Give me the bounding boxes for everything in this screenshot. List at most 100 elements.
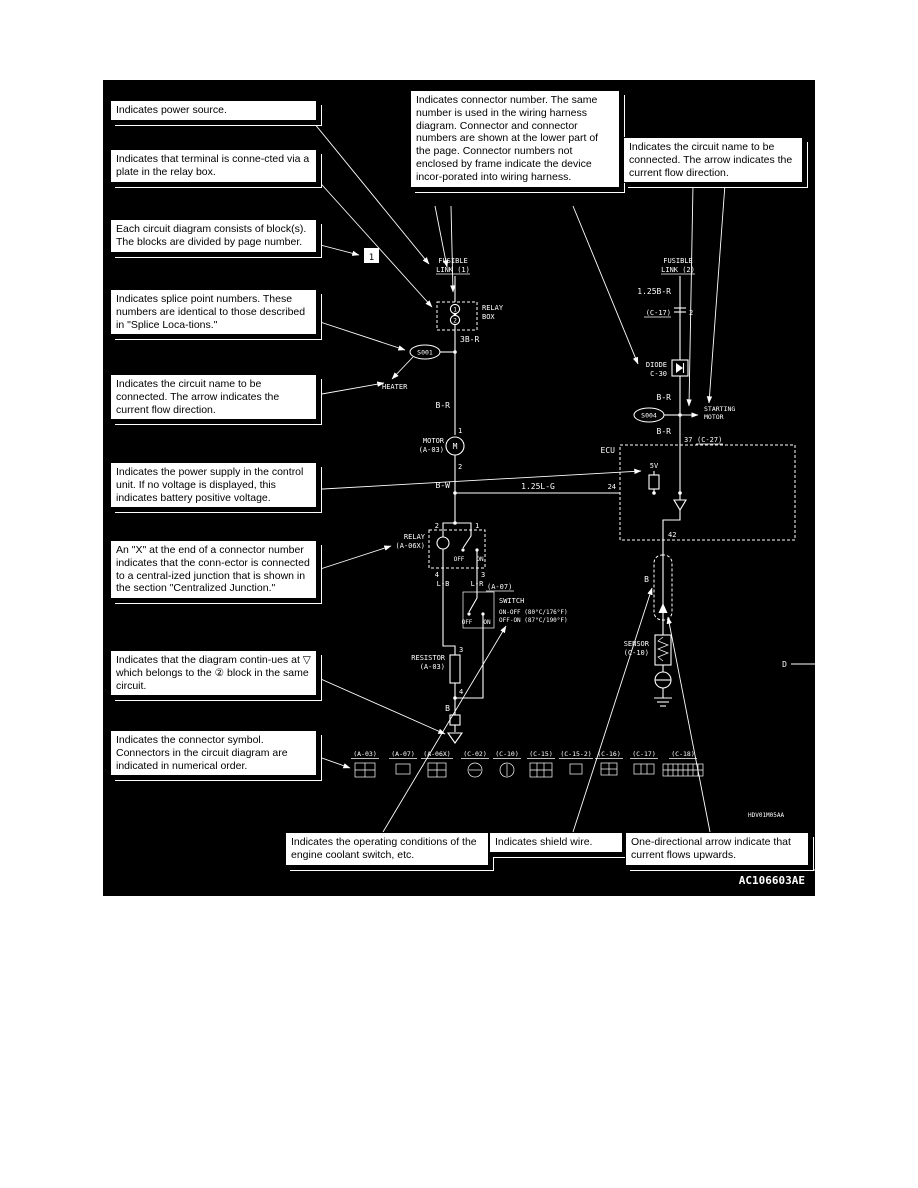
fusible-link-2-label-2: LINK (2) xyxy=(661,266,695,274)
starting-motor-name-1: STARTING xyxy=(704,405,735,413)
motor-label: MOTOR xyxy=(423,437,445,445)
circuit-svg: 1 FUSIBLE LINK (1) xyxy=(304,111,815,887)
relay-box-label-2: BOX xyxy=(482,313,495,321)
relay-box-label-1: RELAY xyxy=(482,304,504,312)
wire-label-br-2: B-R xyxy=(657,393,672,402)
ecu-terminal-42: 42 xyxy=(668,531,676,539)
switch-on-label: ON xyxy=(483,619,491,626)
connector-label-c18: (C-18) xyxy=(671,750,694,758)
callout-operating-conditions: Indicates the operating conditions of th… xyxy=(285,832,489,866)
diode-label: DIODE xyxy=(646,361,667,369)
relay-label: RELAY xyxy=(404,533,426,541)
coolant-switch-symbol: (A-07) OFF ON SWITCH ON-OFF (80°C/176°F)… xyxy=(462,583,568,629)
callout-one-directional: One-directional arrow indicate that curr… xyxy=(625,832,809,866)
diode-symbol: DIODE C-30 xyxy=(646,359,689,378)
relay-terminal-2: 2 xyxy=(435,522,439,530)
starting-motor-name-2: MOTOR xyxy=(704,413,724,421)
switch-condition-1: ON-OFF (80°C/176°F) xyxy=(499,609,568,616)
ecu-block: ECU 5V 42 xyxy=(601,444,796,541)
wire-label-bw: B-W xyxy=(436,481,451,490)
switch-condition-2: OFF-ON (87°C/190°F) xyxy=(499,617,568,624)
splice-s004-label: S004 xyxy=(641,412,657,420)
ecu-label: ECU xyxy=(601,446,616,455)
relay-box-terminal-1: 1 xyxy=(453,306,457,313)
resistor-connector: (A-03) xyxy=(420,663,445,671)
motor-terminal-2: 2 xyxy=(458,463,462,471)
plate-code: HDV01M05AA xyxy=(748,812,785,819)
fusible-link-2-label-1: FUSIBLE xyxy=(663,257,693,265)
connector-label-c15: (C-15) xyxy=(529,750,552,758)
wire-label-3br: 3B-R xyxy=(460,335,479,344)
wire-label-125br: 1.25B-R xyxy=(637,287,671,296)
connector-label-c17: (C-17) xyxy=(632,750,655,758)
callout-power-source: Indicates power source. xyxy=(110,100,317,121)
callout-connector-number: Indicates connector number. The same num… xyxy=(410,90,620,188)
wire-label-125lg: 1.25L-G xyxy=(521,482,555,491)
circuit-diagram-legend: 1 FUSIBLE LINK (1) xyxy=(103,80,815,896)
connector-label-c15-2: (C-15-2) xyxy=(560,750,591,758)
inline-connector-symbol xyxy=(449,714,461,726)
resistor-terminal-4: 4 xyxy=(459,688,463,696)
resistor-terminal-3: 3 xyxy=(459,646,463,654)
connector-label-c02: (C-02) xyxy=(463,750,486,758)
continuation-triangle xyxy=(446,732,464,744)
continuation-d-label: D xyxy=(782,660,787,669)
callout-relay-plate: Indicates that terminal is conne-cted vi… xyxy=(110,149,317,183)
callout-splice-points: Indicates splice point numbers. These nu… xyxy=(110,289,317,336)
fusible-link-2: FUSIBLE LINK (2) xyxy=(661,257,695,275)
ecu-terminal-24: 24 xyxy=(608,483,616,491)
sensor-label: SENSOR xyxy=(624,640,650,648)
switch-off-label: OFF xyxy=(462,619,473,626)
callout-circuit-name-left: Indicates the circuit name to be connect… xyxy=(110,374,317,421)
relay-terminal-3: 3 xyxy=(481,571,485,579)
block-number: 1 xyxy=(369,253,374,263)
sensor-symbol: SENSOR (C-10) xyxy=(624,634,672,707)
connector-label-a07: (A-07) xyxy=(391,750,414,758)
connector-label-c10: (C-10) xyxy=(495,750,518,758)
one-directional-arrow xyxy=(658,603,668,613)
ecu-terminal-37: 37 xyxy=(684,436,692,444)
callout-x-connector: An "X" at the end of a connector number … xyxy=(110,540,317,600)
callout-shield-wire: Indicates shield wire. xyxy=(489,832,623,853)
motor-m: M xyxy=(453,442,458,451)
shield-wire-symbol xyxy=(653,554,673,621)
callout-circuit-name-right: Indicates the circuit name to be connect… xyxy=(623,137,803,184)
diode-connector: C-30 xyxy=(650,370,667,378)
relay-box-symbol: 1 2 RELAY BOX xyxy=(436,301,504,331)
callout-connector-symbol: Indicates the connector symbol. Connecto… xyxy=(110,730,317,777)
resistor-label: RESISTOR xyxy=(411,654,446,662)
connector-label-a03: (A-03) xyxy=(353,750,376,758)
relay-connector: (A-06X) xyxy=(395,542,425,550)
figure-code: AC106603AE xyxy=(739,874,805,887)
connector-row: (A-03) (A-07) (A-06X) (C-02) (C-10) (C-1… xyxy=(351,750,704,778)
switch-connector: (A-07) xyxy=(487,583,512,591)
wire-label-b-2: B xyxy=(644,575,649,584)
sensor-connector: (C-10) xyxy=(624,649,649,657)
motor-connector: (A-03) xyxy=(419,446,444,454)
block-number-box: 1 xyxy=(364,248,379,263)
callout-arrows xyxy=(304,111,726,833)
wire-label-br-1: B-R xyxy=(436,401,451,410)
motor-terminal-1: 1 xyxy=(458,427,462,435)
connector-c17-on-wire: (C-17) 2 xyxy=(644,307,693,318)
splice-s004: S004 STARTING MOTOR xyxy=(633,405,735,423)
connector-label-c16: (C-16) xyxy=(597,750,620,758)
relay-symbol: 2 1 OFF ON RELAY (A-06X) 4 3 xyxy=(395,522,486,579)
circuit-wires-left xyxy=(442,276,620,732)
c27-label: (C-27) xyxy=(697,436,722,444)
callout-diagram-continues: Indicates that the diagram contin-ues at… xyxy=(110,650,317,697)
callout-power-supply: Indicates the power supply in the contro… xyxy=(110,462,317,509)
relay-terminal-4: 4 xyxy=(435,571,439,579)
page-continuation-d: D xyxy=(782,660,815,669)
relay-terminal-1: 1 xyxy=(475,522,479,530)
resistor-symbol: 3 RESISTOR (A-03) 4 xyxy=(411,646,463,696)
connector-label-a06x: (A-06X) xyxy=(423,750,450,758)
wire-label-b-1: B xyxy=(445,704,450,713)
motor-symbol: 1 M MOTOR (A-03) 2 xyxy=(419,427,465,471)
fusible-link-1-label-1: FUSIBLE xyxy=(438,257,468,265)
relay-off-label: OFF xyxy=(454,556,465,563)
relay-on-label: ON xyxy=(476,556,484,563)
splice-s001-label: S001 xyxy=(417,349,433,357)
c17-label: (C-17) xyxy=(646,309,671,317)
